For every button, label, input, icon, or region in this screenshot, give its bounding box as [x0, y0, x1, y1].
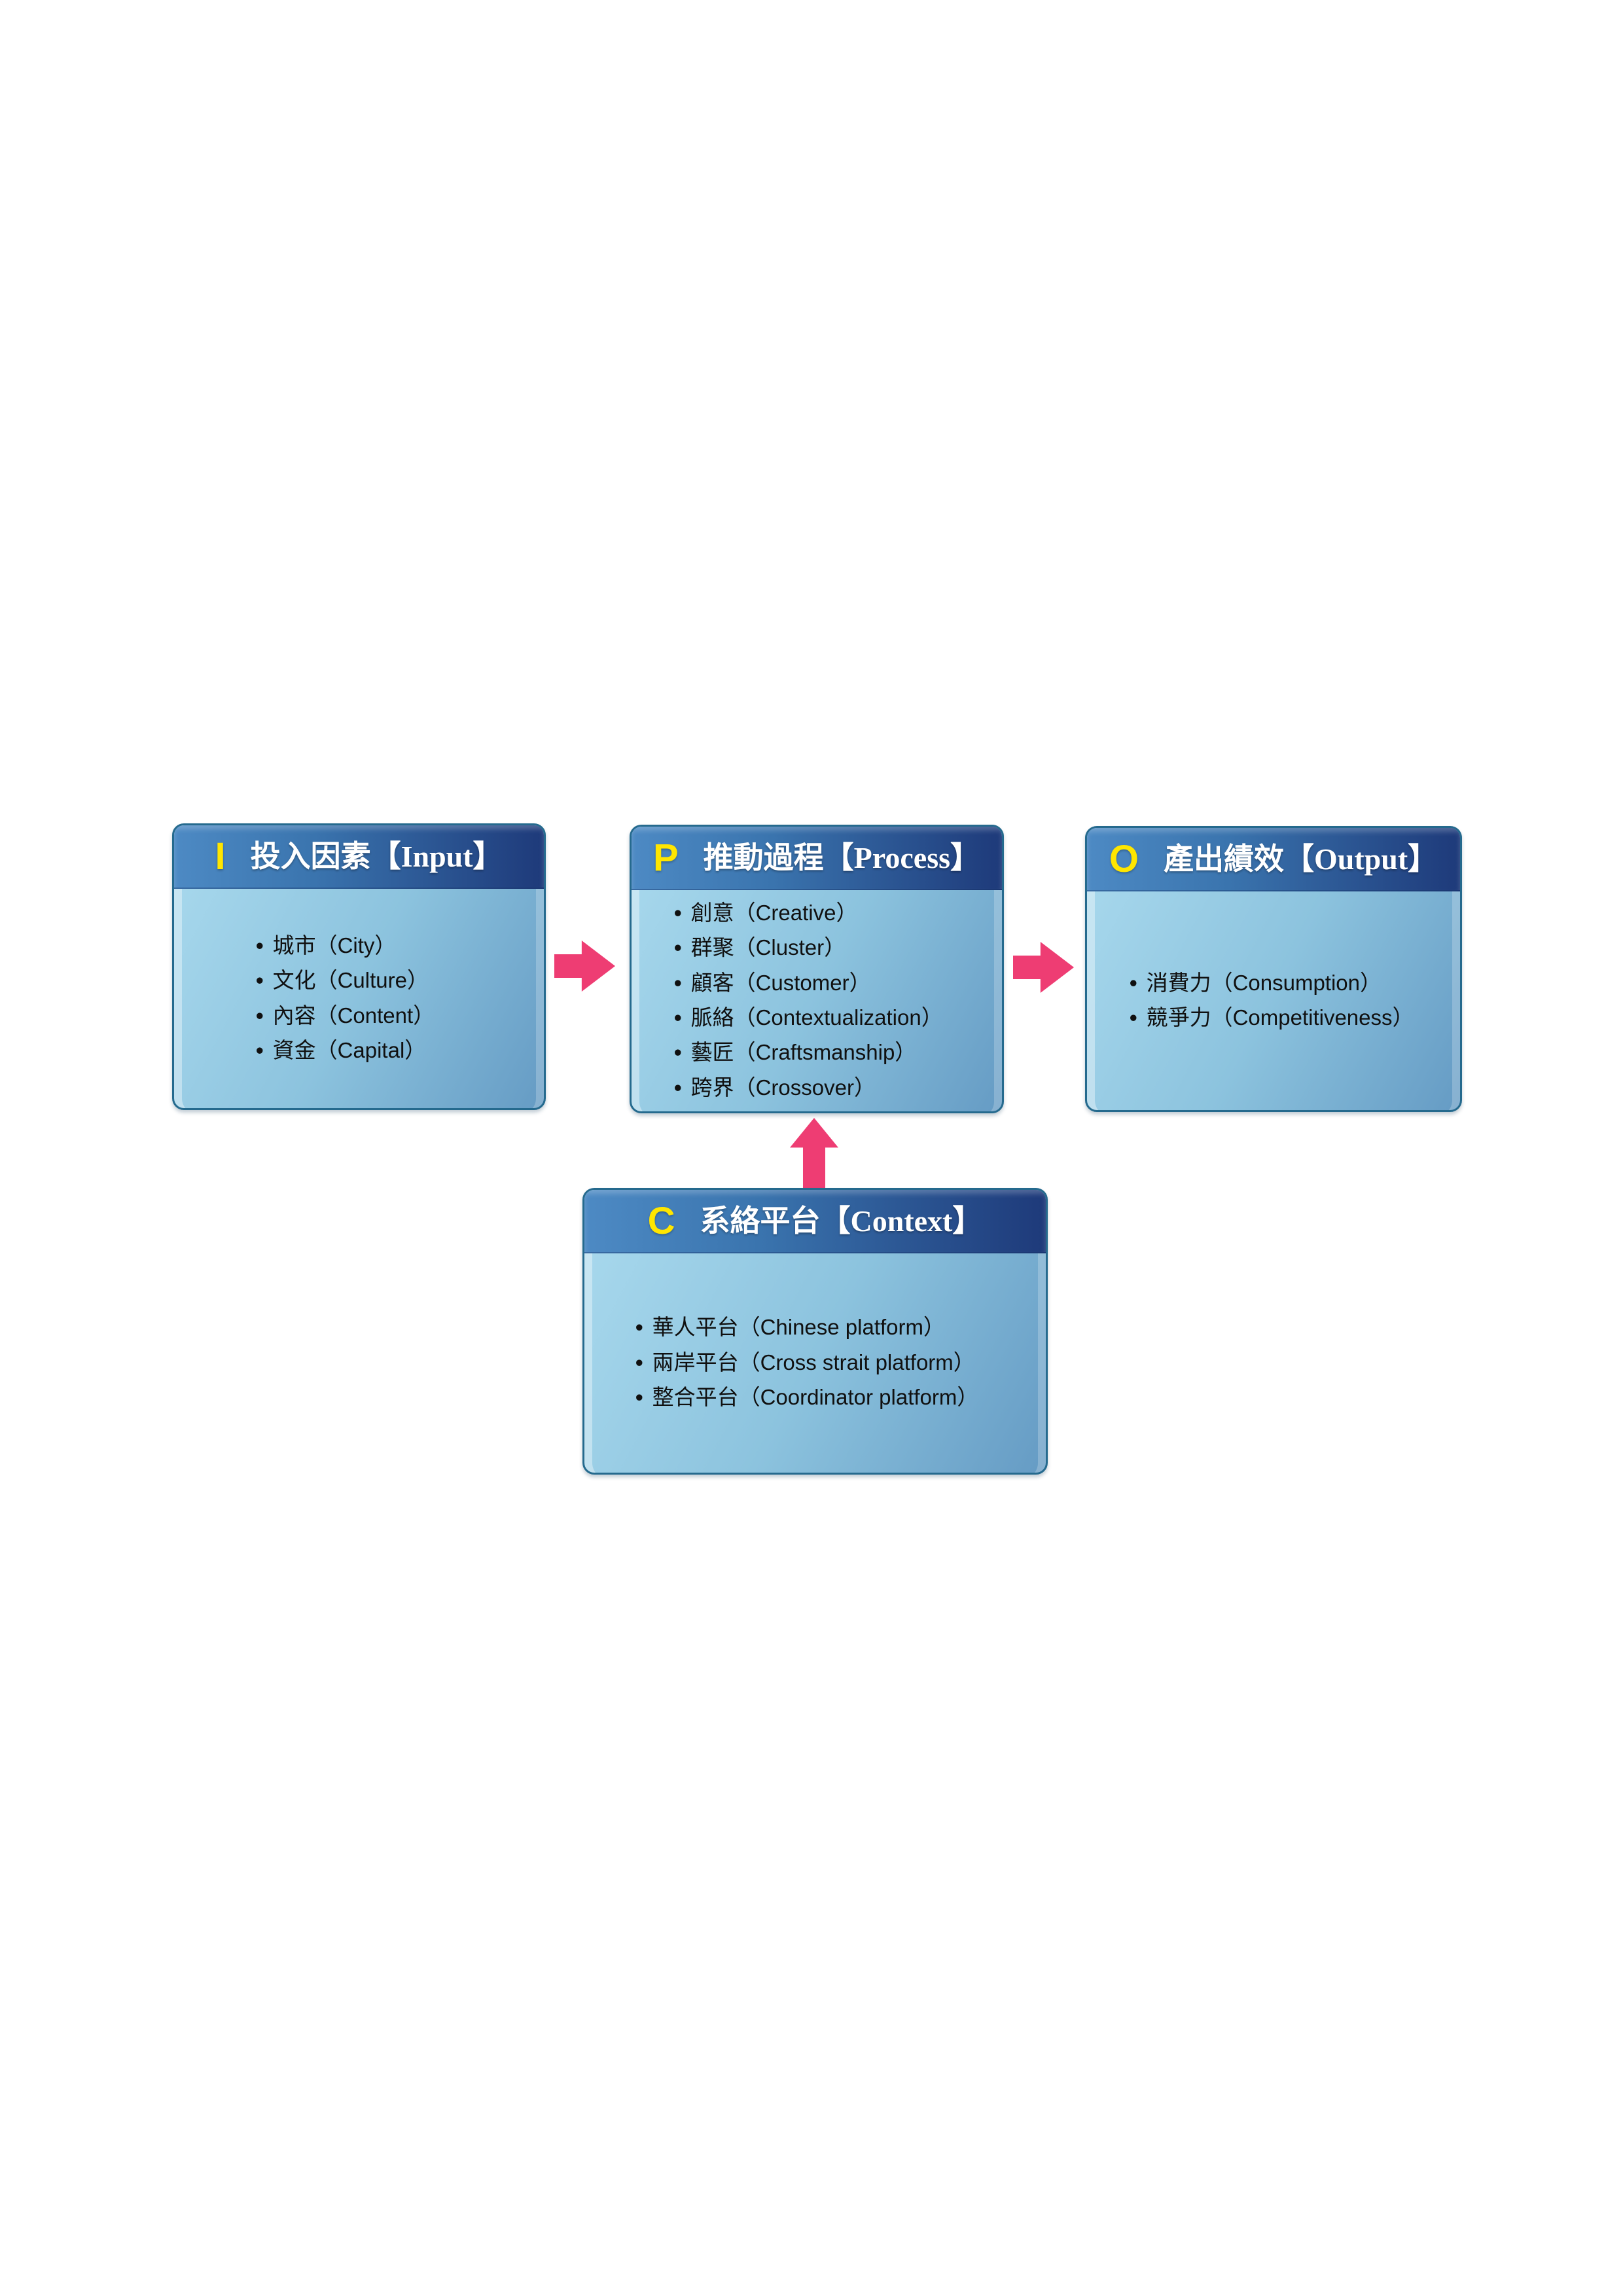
- output-letter-badge: O: [1109, 837, 1139, 880]
- output-box: O 產出績效【Output】 消費力（Consumption） 競爭力（Comp…: [1085, 826, 1462, 1112]
- list-item: 文化（Culture）: [256, 963, 531, 997]
- process-box-header: P 推動過程【Process】: [632, 827, 1002, 890]
- list-item: 整合平台（Coordinator platform）: [635, 1380, 1033, 1414]
- list-item: 藝匠（Craftsmanship）: [674, 1035, 989, 1069]
- process-box-title: 推動過程【Process】: [703, 840, 980, 874]
- list-item: 兩岸平台（Cross strait platform）: [635, 1345, 1033, 1380]
- list-item: 競爭力（Competitiveness）: [1130, 1000, 1447, 1035]
- context-letter-badge: C: [647, 1199, 675, 1242]
- list-item: 消費力（Consumption）: [1130, 965, 1447, 1000]
- list-item: 顧客（Customer）: [674, 965, 989, 1000]
- context-box: C 系絡平台【Context】 華人平台（Chinese platform） 兩…: [582, 1188, 1048, 1475]
- list-item: 脈絡（Contextualization）: [674, 1000, 989, 1035]
- process-letter-badge: P: [652, 836, 679, 879]
- list-item: 創意（Creative）: [674, 895, 989, 930]
- list-item: 華人平台（Chinese platform）: [635, 1310, 1033, 1344]
- input-item-list: 城市（City） 文化（Culture） 內容（Content） 資金（Capi…: [174, 888, 544, 1108]
- right-arrow-icon: [1013, 942, 1074, 993]
- output-box-header: O 產出績效【Output】: [1087, 828, 1460, 891]
- list-item: 內容（Content）: [256, 998, 531, 1033]
- output-box-title: 產出績效【Output】: [1163, 842, 1438, 876]
- input-letter-badge: I: [215, 834, 226, 878]
- input-box: I 投入因素【Input】 城市（City） 文化（Culture） 內容（Co…: [172, 823, 546, 1110]
- list-item: 資金（Capital）: [256, 1033, 531, 1067]
- list-item: 城市（City）: [256, 928, 531, 963]
- up-arrow-icon: [790, 1118, 838, 1189]
- list-item: 群聚（Cluster）: [674, 930, 989, 965]
- process-item-list: 創意（Creative） 群聚（Cluster） 顧客（Customer） 脈絡…: [632, 889, 1002, 1111]
- input-box-title: 投入因素【Input】: [250, 839, 503, 873]
- output-item-list: 消費力（Consumption） 競爭力（Competitiveness）: [1087, 890, 1460, 1110]
- context-item-list: 華人平台（Chinese platform） 兩岸平台（Cross strait…: [584, 1252, 1046, 1473]
- process-box: P 推動過程【Process】 創意（Creative） 群聚（Cluster）…: [630, 825, 1004, 1113]
- context-box-header: C 系絡平台【Context】: [584, 1190, 1046, 1253]
- input-box-header: I 投入因素【Input】: [174, 825, 544, 889]
- list-item: 跨界（Crossover）: [674, 1070, 989, 1105]
- right-arrow-icon: [554, 941, 615, 992]
- context-box-title: 系絡平台【Context】: [700, 1204, 983, 1238]
